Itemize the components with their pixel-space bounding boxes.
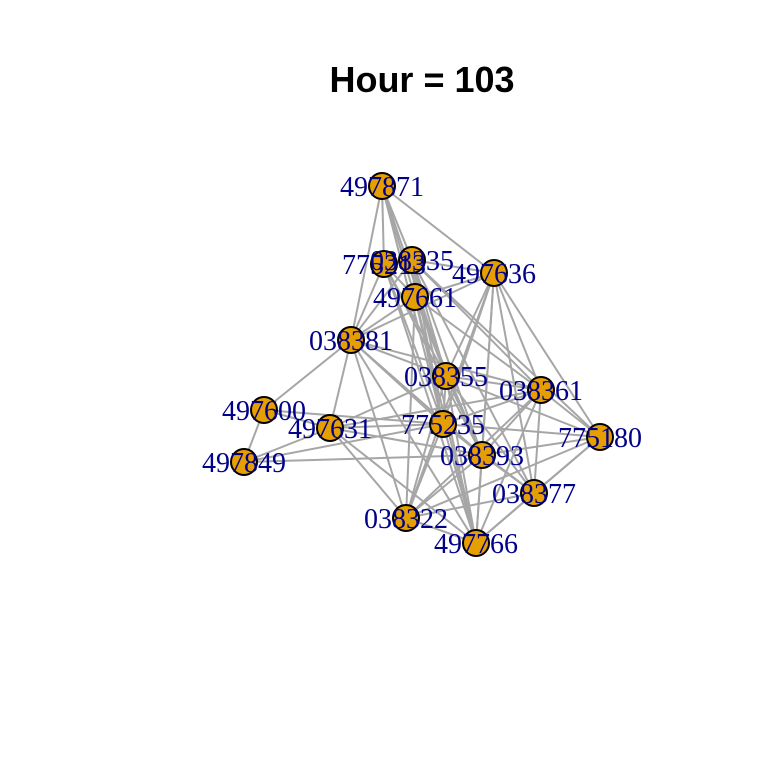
- edge-775213-497766: [383, 263, 477, 544]
- edge-775235-038322: [405, 423, 444, 519]
- node-label-497636: 497636: [452, 259, 536, 290]
- edge-775180-038322: [405, 436, 601, 519]
- node-label-038393: 038393: [440, 441, 524, 472]
- edge-497871-038381: [350, 185, 383, 341]
- node-038355: [432, 362, 460, 390]
- edge-497636-038361: [493, 272, 542, 391]
- edge-038381-497631: [329, 339, 352, 429]
- node-038393: [468, 441, 496, 469]
- node-label-775235: 775235: [401, 410, 485, 441]
- edge-497631-038355: [329, 375, 447, 429]
- edge-038393-775180: [481, 436, 601, 456]
- node-label-038355: 038355: [404, 362, 488, 393]
- edge-038355-038361: [445, 375, 542, 391]
- edge-038355-038393: [445, 375, 483, 456]
- edge-497661-038322: [405, 296, 416, 519]
- edge-497636-775180: [493, 272, 601, 438]
- edge-038377-038322: [405, 492, 535, 519]
- edge-038361-775235: [442, 389, 542, 425]
- node-775213: [370, 250, 398, 278]
- edge-775235-497766: [442, 423, 477, 544]
- node-038361: [527, 376, 555, 404]
- edge-497631-497766: [329, 427, 477, 544]
- edge-038361-038377: [533, 389, 542, 494]
- graph-title: Hour = 103: [329, 59, 514, 100]
- edge-775213-038393: [383, 263, 483, 456]
- edge-497661-038361: [414, 296, 542, 391]
- node-label-497600: 497600: [222, 396, 306, 427]
- node-497766: [462, 529, 490, 557]
- edge-497631-038361: [329, 389, 542, 429]
- edge-038361-038393: [481, 389, 542, 456]
- node-497636: [480, 259, 508, 287]
- edge-038381-038322: [350, 339, 407, 519]
- node-038377: [520, 479, 548, 507]
- node-497661: [401, 283, 429, 311]
- node-label-038361: 038361: [499, 376, 583, 407]
- edge-497636-038355: [445, 272, 495, 377]
- edge-497849-038393: [243, 454, 483, 463]
- node-label-038322: 038322: [364, 504, 448, 535]
- edge-038335-775180: [411, 259, 601, 438]
- node-775235: [429, 410, 457, 438]
- node-497631: [316, 414, 344, 442]
- node-label-497871: 497871: [340, 172, 424, 203]
- edge-038381-497600: [263, 339, 352, 411]
- node-038322: [392, 504, 420, 532]
- edge-497631-775235: [329, 423, 444, 429]
- edge-038355-038377: [445, 375, 535, 494]
- node-775180: [586, 423, 614, 451]
- node-label-497766: 497766: [434, 529, 518, 560]
- edge-038381-038355: [350, 339, 447, 377]
- node-label-038381: 038381: [309, 326, 393, 357]
- edge-497631-497849: [243, 427, 331, 463]
- edge-038361-497766: [475, 389, 542, 544]
- edge-497631-038393: [329, 427, 483, 456]
- node-label-038335: 038335: [370, 246, 454, 277]
- node-038381: [337, 326, 365, 354]
- edge-038355-497766: [445, 375, 477, 544]
- node-497600: [250, 396, 278, 424]
- edge-775235-775180: [442, 423, 601, 438]
- node-038335: [398, 246, 426, 274]
- edge-038335-038381: [350, 259, 413, 341]
- node-label-775180: 775180: [558, 423, 642, 454]
- node-label-497849: 497849: [202, 448, 286, 479]
- node-497849: [230, 448, 258, 476]
- edge-497849-775235: [243, 423, 444, 463]
- node-label-497661: 497661: [373, 283, 457, 314]
- edge-497871-497636: [381, 185, 495, 274]
- node-label-038377: 038377: [492, 479, 576, 510]
- node-label-775213: 775213: [342, 250, 426, 281]
- edge-038393-497766: [475, 454, 483, 544]
- edge-layer: [243, 185, 601, 544]
- node-layer: [230, 172, 614, 557]
- edge-038393-038322: [405, 454, 483, 519]
- node-497871: [368, 172, 396, 200]
- node-label-497631: 497631: [288, 414, 372, 445]
